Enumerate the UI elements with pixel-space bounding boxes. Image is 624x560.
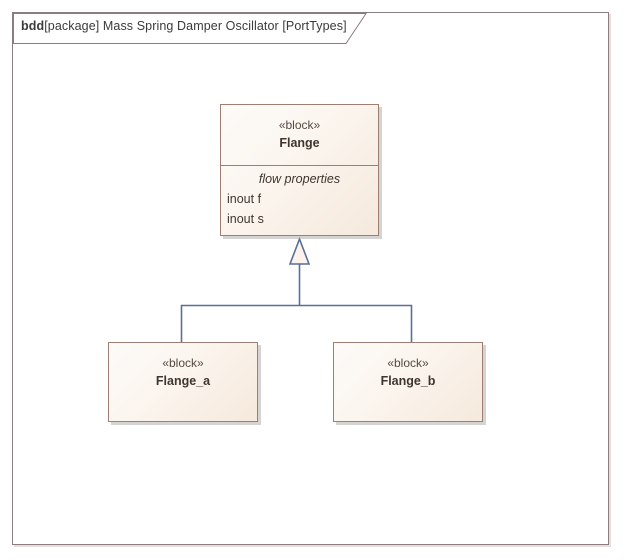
compartment-header-flow-properties: flow properties xyxy=(258,171,341,186)
block-flange-a-title: «block» Flange_a xyxy=(109,343,257,391)
block-flange-a-stereotype: «block» xyxy=(162,356,204,370)
block-flange-b[interactable]: «block» Flange_b xyxy=(333,342,483,422)
block-flange[interactable]: «block» Flange flow properties inout f i… xyxy=(220,104,379,236)
block-flange-name: Flange xyxy=(279,136,320,151)
block-flange-b-title: «block» Flange_b xyxy=(334,343,482,391)
diagram-frame xyxy=(12,12,609,545)
flow-property-item: inout f xyxy=(227,191,262,206)
diagram-header-tab[interactable]: bdd[package] Mass Spring Damper Oscillat… xyxy=(12,12,367,44)
diagram-title: bdd[package] Mass Spring Damper Oscillat… xyxy=(21,19,347,33)
block-flange-a[interactable]: «block» Flange_a xyxy=(108,342,258,422)
diagram-scope-label: [package] Mass Spring Damper Oscillator … xyxy=(44,19,347,33)
flow-property-item: inout s xyxy=(227,211,264,226)
block-flange-flow-properties-compartment: flow properties inout f inout s xyxy=(221,164,378,235)
block-flange-a-name: Flange_a xyxy=(155,374,211,389)
block-flange-title: «block» Flange xyxy=(221,105,378,153)
header-tab-shape xyxy=(13,13,367,44)
diagram-kind-label: bdd xyxy=(21,19,45,33)
block-flange-b-name: Flange_b xyxy=(380,374,436,389)
block-flange-stereotype: «block» xyxy=(278,118,321,132)
block-flange-b-stereotype: «block» xyxy=(387,356,429,370)
